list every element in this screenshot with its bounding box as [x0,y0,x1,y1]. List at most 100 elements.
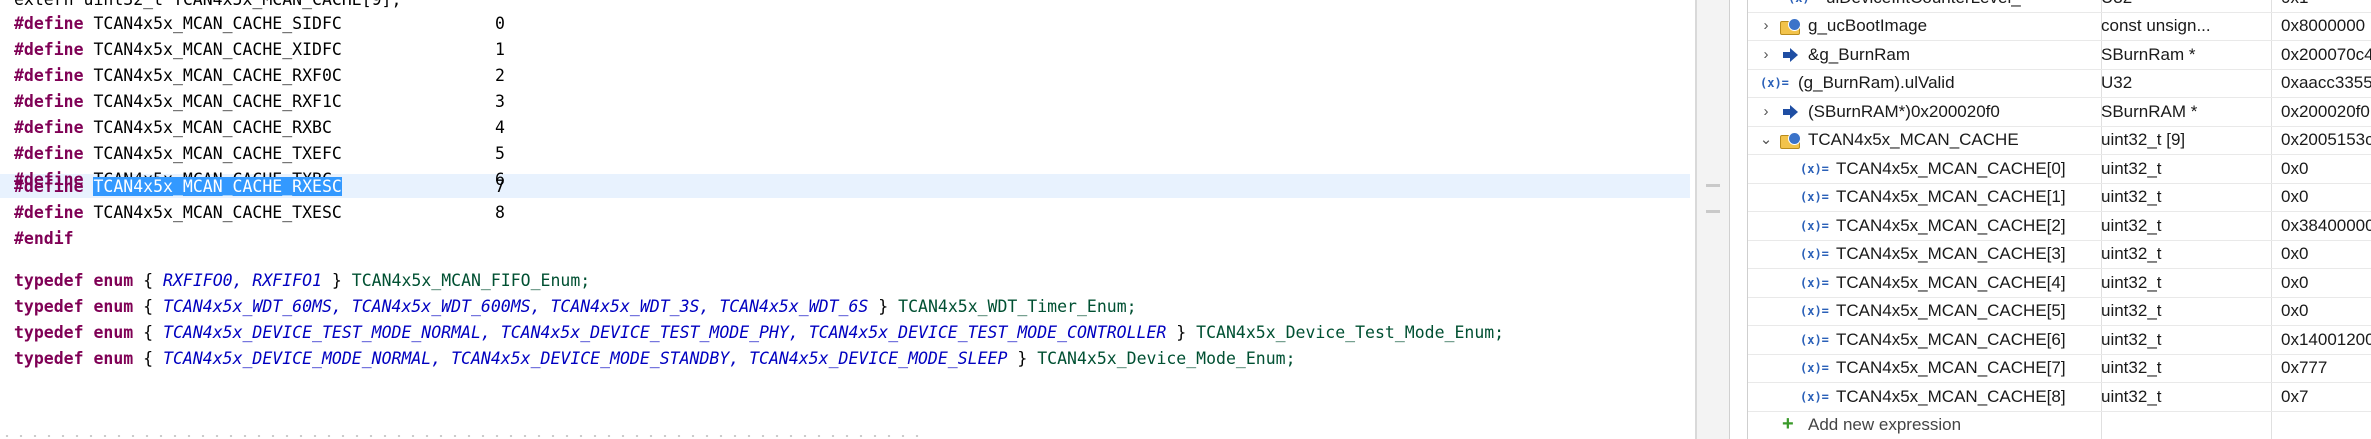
add-new-expression-label[interactable]: Add new expression [1808,415,1962,434]
variable-icon: (x)= [1800,219,1829,233]
expression-row[interactable]: (x)= TCAN4x5x_MCAN_CACHE[2] uint32_t 0x3… [1748,212,2371,241]
expression-value[interactable]: 0x2005153c [2281,130,2371,149]
expression-type: U32 [2101,0,2271,12]
expression-name: TCAN4x5x_MCAN_CACHE[3] [1836,244,2066,263]
expression-value[interactable]: 0x0 [2281,159,2309,178]
editor-divider [1695,0,1697,439]
expression-value[interactable]: 0x38400000 [2281,216,2371,235]
variable-icon: (x)= [1788,0,1817,6]
variable-icon: (x)= [1760,76,1789,90]
define-keyword: #define [14,66,84,85]
expression-row[interactable]: › (SBurnRAM*)0x200020f0 SBurnRAM * 0x200… [1748,98,2371,127]
expression-row[interactable]: (x)= TCAN4x5x_MCAN_CACHE[6] uint32_t 0x1… [1748,326,2371,355]
overview-ruler[interactable] [1697,0,1729,439]
chevron-down-icon[interactable]: ⌄ [1759,131,1773,148]
expression-row[interactable]: ⌄ TCAN4x5x_MCAN_CACHE uint32_t [9] 0x200… [1748,126,2371,155]
define-name: TCAN4x5x_MCAN_CACHE_RXF1C [93,92,342,111]
expression-name: TCAN4x5x_MCAN_CACHE [1808,130,2019,149]
expression-row[interactable]: › &g_BurnRam SBurnRam * 0x200070c4 [1748,41,2371,70]
typedef-keyword: typedef enum [14,323,134,342]
define-keyword: #define [14,203,84,222]
add-expression-row[interactable]: + Add new expression [1748,411,2371,439]
expression-type: uint32_t [2101,244,2162,263]
expression-value[interactable]: 0x200020f0 [2281,102,2370,121]
pointer-icon [1782,104,1798,120]
expression-row[interactable]: (x)= TCAN4x5x_MCAN_CACHE[8] uint32_t 0x7 [1748,383,2371,412]
expression-value[interactable]: 0x777 [2281,358,2328,377]
expression-name: (SBurnRAM*)0x200020f0 [1808,102,2000,121]
code-line-typedef: typedef enum { TCAN4x5x_WDT_60MS, TCAN4x… [14,297,1137,316]
code-editor[interactable]: extern uint32_t TCAN4x5x_MCAN_CACHE[9]; … [0,0,1695,439]
expression-name: TCAN4x5x_MCAN_CACHE[5] [1836,301,2066,320]
expression-row[interactable]: (x)= (g_BurnRam).ulValid U32 0xaacc3355 [1748,69,2371,98]
code-line-define: #define TCAN4x5x_MCAN_CACHE_XIDFC [14,37,342,63]
expression-row[interactable]: (x)= uiDeviceIntCounterLevel_ U32 0x1 [1748,0,2371,13]
define-value: 3 [495,92,505,111]
expression-value[interactable]: 0x8000000 [2281,16,2366,35]
selected-text[interactable]: TCAN4x5x_MCAN_CACHE_RXESC [93,177,342,196]
variable-icon: (x)= [1800,361,1829,375]
code-line-typedef: typedef enum { TCAN4x5x_DEVICE_MODE_NORM… [14,349,1296,368]
expression-type: uint32_t [2101,358,2162,377]
expression-value[interactable]: 0x200070c4 [2281,45,2371,64]
chevron-right-icon[interactable]: › [1763,17,1769,34]
define-name: TCAN4x5x_MCAN_CACHE_XIDFC [93,40,342,59]
expression-row[interactable]: (x)= TCAN4x5x_MCAN_CACHE[4] uint32_t 0x0 [1748,269,2371,298]
expression-row[interactable]: › g_ucBootImage const unsign... 0x800000… [1748,12,2371,41]
expression-name: uiDeviceIntCounterLevel_ [1826,0,2021,12]
ruler-marker[interactable] [1706,184,1720,187]
struct-icon [1780,132,1801,149]
enum-values: TCAN4x5x_DEVICE_MODE_NORMAL, TCAN4x5x_DE… [163,349,1008,368]
typedef-keyword: typedef enum [14,297,134,316]
expression-row[interactable]: (x)= TCAN4x5x_MCAN_CACHE[3] uint32_t 0x0 [1748,240,2371,269]
chevron-right-icon[interactable]: › [1763,103,1769,120]
expression-value[interactable]: 0x14001200 [2281,330,2371,349]
typedef-keyword: typedef enum [14,271,134,290]
define-value: 6 [495,170,505,189]
expression-row[interactable]: (x)= TCAN4x5x_MCAN_CACHE[5] uint32_t 0x0 [1748,297,2371,326]
pane-splitter[interactable] [1729,0,1748,439]
column-divider [2271,0,2272,439]
ruler-marker[interactable] [1706,210,1720,213]
expression-row[interactable]: (x)= TCAN4x5x_MCAN_CACHE[1] uint32_t 0x0 [1748,183,2371,212]
expression-value[interactable]: 0x0 [2281,244,2309,263]
type-name: TCAN4x5x_Device_Mode_Enum; [1037,349,1296,368]
define-keyword: #define [14,14,84,33]
define-keyword: #define [14,92,84,111]
chevron-right-icon[interactable]: › [1763,46,1769,63]
expressions-view[interactable]: (x)= uiDeviceIntCounterLevel_ U32 0x1 › … [1747,0,2371,439]
expression-name: TCAN4x5x_MCAN_CACHE[4] [1836,273,2066,292]
expression-type: SBurnRAM * [2101,102,2198,121]
expression-name: TCAN4x5x_MCAN_CACHE[6] [1836,330,2066,349]
expression-type: SBurnRam * [2101,45,2196,64]
expression-type: U32 [2101,73,2133,92]
expression-value[interactable]: 0x0 [2281,187,2309,206]
define-value: 4 [495,118,505,137]
expression-row[interactable]: (x)= TCAN4x5x_MCAN_CACHE[0] uint32_t 0x0 [1748,155,2371,184]
code-line-define: #define TCAN4x5x_MCAN_CACHE_RXBC [14,115,332,141]
pointer-icon [1782,47,1798,63]
define-name: TCAN4x5x_MCAN_CACHE_RXBC [93,118,332,137]
define-value: 1 [495,40,505,59]
code-line-define-selected: #define TCAN4x5x_MCAN_CACHE_RXESC [14,174,342,200]
variable-icon: (x)= [1800,390,1829,404]
define-name: TCAN4x5x_MCAN_CACHE_TXESC [93,203,342,222]
define-keyword: #define [14,170,84,189]
enum-values: TCAN4x5x_DEVICE_TEST_MODE_NORMAL, TCAN4x… [163,323,1167,342]
expression-value[interactable]: 0x7 [2281,387,2309,406]
expression-name: TCAN4x5x_MCAN_CACHE[1] [1836,187,2066,206]
expression-value[interactable]: 0x1 [2271,0,2371,12]
expression-value[interactable]: 0x0 [2281,301,2309,320]
expression-type: uint32_t [2101,273,2162,292]
code-line-define: #define TCAN4x5x_MCAN_CACHE_TXEFC [14,141,342,167]
expression-value[interactable]: 0x0 [2281,273,2309,292]
expression-value[interactable]: 0xaacc3355 [2281,73,2371,92]
code-line-define: #define TCAN4x5x_MCAN_CACHE_TXESC [14,200,342,226]
code-line-typedef: typedef enum { RXFIFO0, RXFIFO1 } TCAN4x… [14,271,591,290]
editor-bottom-border [0,433,920,439]
expression-type: uint32_t [2101,216,2162,235]
define-keyword: #define [14,40,84,59]
expression-name: (g_BurnRam).ulValid [1798,73,1955,92]
variable-icon: (x)= [1800,333,1829,347]
expression-row[interactable]: (x)= TCAN4x5x_MCAN_CACHE[7] uint32_t 0x7… [1748,354,2371,383]
